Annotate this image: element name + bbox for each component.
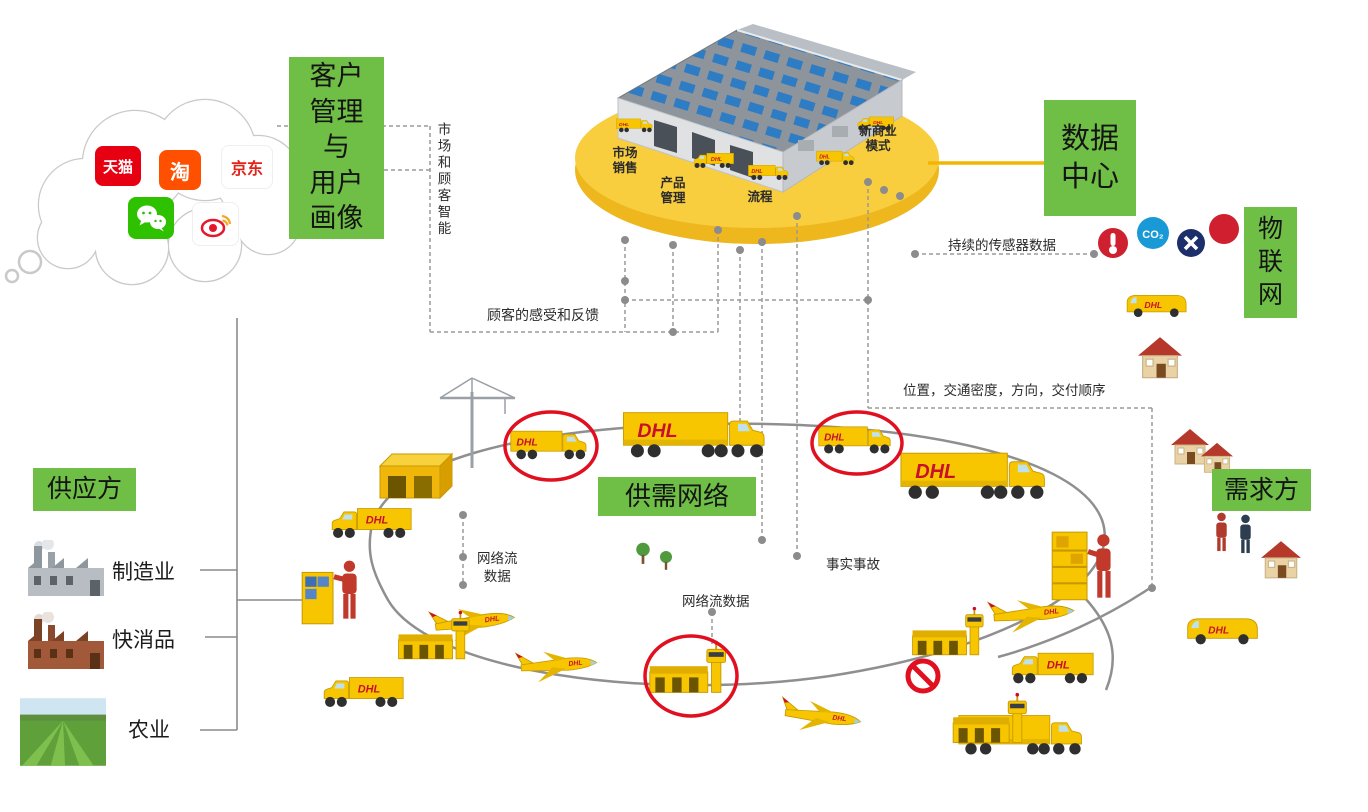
house-icon (1170, 428, 1210, 465)
prohibition-icon (905, 658, 941, 694)
loop-branch (997, 586, 1151, 659)
central-warehouse (575, 24, 939, 244)
dhl-van-icon (1126, 294, 1187, 318)
highlight-ellipse (643, 634, 739, 718)
person-icon (1240, 514, 1251, 554)
platform-label-market-sales: 市场 销售 (612, 146, 638, 175)
dhl-plane-icon (779, 696, 863, 737)
dhl-truck-icon (510, 430, 587, 460)
highlight-ellipse (503, 410, 599, 482)
annotation-location-info: 位置，交通密度，方向，交付顺序 (903, 383, 1106, 398)
depot-building-icon (379, 453, 453, 499)
co2-icon: CO₂ (1137, 217, 1169, 249)
demand-side-box: 需求方 (1212, 469, 1311, 511)
red-highlights (503, 410, 904, 718)
wechat-logo (128, 197, 174, 239)
annotation-sensor-data: 持续的传感器数据 (948, 238, 1056, 253)
taobao-logo: 淘 (159, 150, 201, 190)
dhl-truck-icon (323, 677, 404, 708)
junction-dots (459, 178, 1156, 616)
annotation-customer-feedback: 顾客的感受和反馈 (487, 307, 599, 323)
thought-cloud (4, 98, 302, 286)
tree-icon (636, 542, 650, 564)
airport-icon (952, 692, 1028, 744)
customer-management-box: 客户 管理 与 用户 画像 (289, 57, 384, 239)
house-icon (1200, 442, 1234, 473)
no-entry-icon (1177, 229, 1205, 257)
alert-dot-icon (1209, 214, 1239, 244)
jd-logo: 京东 (221, 145, 273, 189)
loading-worker-icon (301, 560, 358, 625)
wechat-icon (137, 205, 166, 232)
house-icon (1137, 336, 1183, 379)
loop-branch (1084, 597, 1114, 691)
highlight-ellipse (810, 410, 904, 476)
airport-icon (648, 640, 727, 694)
airport-icon (911, 606, 984, 656)
weibo-logo (192, 202, 239, 246)
tmall-logo: 天猫 (95, 146, 141, 186)
annotation-market-customer-intelligence: 市场和顾客智能 (435, 122, 451, 238)
cloud-bubble-tiny (4, 268, 20, 284)
category-label-agriculture: 农业 (128, 719, 170, 742)
platform-label-product-management: 产品 管理 (660, 176, 686, 205)
category-label-manufacturing: 制造业 (112, 561, 175, 584)
agriculture-field-icon (20, 698, 106, 766)
house-icon (1260, 540, 1302, 579)
dhl-truck-icon (818, 426, 891, 454)
co2-label: CO₂ (1142, 229, 1164, 241)
dhl-truck-icon (1011, 652, 1094, 684)
dhl-semi-truck-icon (622, 412, 765, 458)
cloud-bubble-small (17, 249, 43, 275)
person-icon (1216, 512, 1227, 552)
platform-label-process: 流程 (747, 190, 773, 204)
annotation-network-flow-center: 网络流数据 (682, 594, 750, 609)
category-label-fmcg: 快消品 (112, 629, 175, 652)
manufacturing-factory-icon (28, 540, 104, 596)
supply-links (200, 318, 303, 731)
fmcg-factory-icon (28, 612, 104, 669)
network-box: 供需网络 (598, 477, 756, 516)
annotation-network-flow-left: 网络流 数据 (477, 551, 518, 584)
annotation-incidents: 事实事故 (826, 557, 880, 572)
tree-icon (660, 551, 672, 570)
iot-box: 物 联 网 (1244, 207, 1297, 318)
data-center-box: 数据 中心 (1044, 100, 1136, 216)
supply-side-box: 供应方 (33, 468, 136, 511)
dhl-van-icon (1187, 618, 1258, 645)
iot-icons: CO₂ (1098, 214, 1239, 258)
platform-label-new-business-model: 新商业 模式 (859, 124, 897, 153)
delivery-person-icon (1051, 531, 1112, 601)
weibo-icon (200, 214, 231, 238)
crane-icon (439, 377, 516, 468)
temperature-icon (1098, 228, 1128, 258)
